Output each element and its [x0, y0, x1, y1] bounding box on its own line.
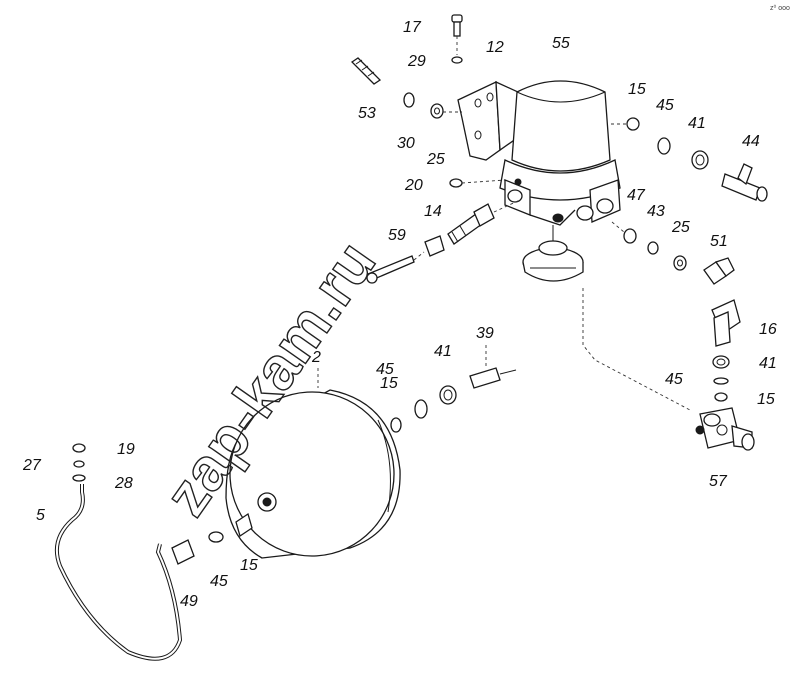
- callout-label-16: 16: [759, 321, 777, 338]
- callout-label-57: 57: [709, 473, 728, 490]
- callout-label-47: 47: [627, 187, 646, 204]
- tube-5: [55, 484, 183, 661]
- callout-label-17: 17: [403, 19, 422, 36]
- callout-label-49: 49: [180, 593, 198, 610]
- callout-label-25: 25: [671, 219, 690, 236]
- callout-label-41: 41: [759, 355, 777, 372]
- plug-15-bottom: [235, 512, 253, 538]
- washer-47: [623, 228, 637, 244]
- callout-label-5: 5: [36, 507, 45, 524]
- callout-label-55: 55: [552, 35, 570, 52]
- nut-41-mid: [439, 385, 457, 405]
- air-receiver-2: [225, 389, 401, 559]
- elbow-51: [703, 257, 735, 285]
- callout-label-20: 20: [404, 177, 423, 194]
- callout-label-30: 30: [397, 135, 415, 152]
- callout-label-15: 15: [240, 557, 258, 574]
- washer-15-upper: [626, 117, 640, 131]
- ring-45-bottom: [208, 531, 224, 543]
- callout-label-15: 15: [757, 391, 775, 408]
- callout-label-15: 15: [380, 375, 398, 392]
- callout-label-14: 14: [424, 203, 442, 220]
- ring-45-upper: [657, 137, 671, 155]
- ring-45-right: [713, 377, 729, 385]
- callout-label-12: 12: [486, 39, 504, 56]
- callout-label-45: 45: [376, 361, 394, 378]
- callout-label-41: 41: [688, 115, 706, 132]
- nut-25-upper: [430, 103, 444, 119]
- washer-29: [451, 56, 463, 64]
- callout-label-59: 59: [388, 227, 406, 244]
- callout-label-39: 39: [476, 325, 494, 342]
- callout-label-51: 51: [710, 233, 728, 250]
- callout-label-15: 15: [628, 81, 646, 98]
- nut-25-right: [673, 255, 687, 271]
- ring-27: [73, 460, 85, 468]
- washer-15-right: [714, 392, 728, 402]
- fitting-16: [711, 299, 741, 347]
- callout-label-28: 28: [114, 475, 133, 492]
- callout-label-43: 43: [647, 203, 665, 220]
- tee-44: [721, 163, 768, 202]
- fitting-14: [424, 203, 495, 257]
- callout-label-19: 19: [117, 441, 135, 458]
- callout-label-25: 25: [426, 151, 445, 168]
- rod-59: [366, 255, 415, 284]
- valve-57: [695, 407, 755, 451]
- washer-20: [449, 178, 463, 188]
- ring-30: [403, 92, 415, 108]
- nut-19: [72, 443, 86, 453]
- callout-label-27: 27: [22, 457, 42, 474]
- bracket-12: [457, 80, 521, 161]
- ring-45-mid: [414, 399, 428, 419]
- corner-mark: z⁰ ooo: [770, 4, 790, 12]
- air-dryer-55: [499, 80, 621, 282]
- washer-15-mid: [390, 417, 402, 433]
- callout-label-53: 53: [358, 105, 376, 122]
- callout-label-45: 45: [656, 97, 674, 114]
- sleeve-28: [72, 474, 86, 482]
- ring-43: [647, 241, 659, 255]
- callout-label-41: 41: [434, 343, 452, 360]
- callout-label-44: 44: [742, 133, 760, 150]
- callout-label-29: 29: [407, 53, 426, 70]
- callout-label-2: 2: [311, 349, 321, 366]
- bolt-17: [451, 14, 463, 37]
- plug-39: [469, 367, 517, 389]
- callout-label-45: 45: [665, 371, 683, 388]
- pin-53: [350, 57, 382, 85]
- callout-label-45: 45: [210, 573, 228, 590]
- nut-41-upper: [691, 150, 709, 170]
- fitting-49: [171, 539, 195, 565]
- nut-41-right: [712, 355, 730, 369]
